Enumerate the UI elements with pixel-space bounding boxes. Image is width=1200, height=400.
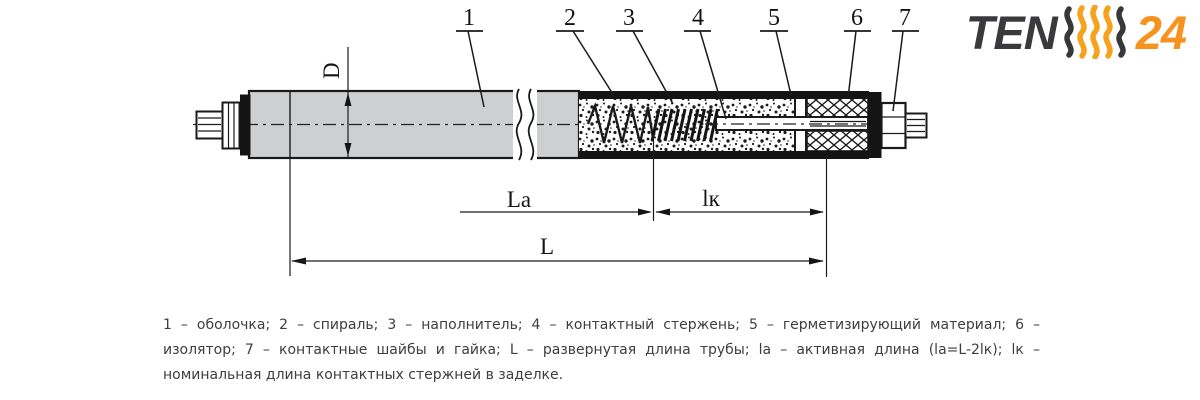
callout-1: 1 [456,5,485,108]
tube-wall-top [579,91,869,99]
dim-D: D [319,47,352,157]
dim-L: L [289,158,824,276]
callout-3: 3 [616,5,674,105]
legend: 1 – оболочка; 2 – спираль; 3 – наполните… [163,313,1040,388]
callout-2-number: 2 [564,5,576,31]
callout-6: 6 [844,5,871,99]
callout-5: 5 [760,5,792,96]
dim-label-active-length: Lа [507,187,531,212]
logo-text-24: 24 [1135,6,1187,59]
spiral-coil [586,102,719,144]
legend-line-3: номинальная длина контактных стержней в … [163,367,564,383]
dim-La: Lа [460,134,655,221]
legend-line-1: 1 – оболочка; 2 – спираль; 3 – наполните… [163,317,1040,333]
dim-label-diameter: D [319,62,344,79]
logo-text-ten: TEN [965,6,1058,59]
callout-2: 2 [556,5,617,100]
callout-4: 4 [684,5,727,120]
dim-lk: lк [656,158,828,277]
flame-waves-icon [1064,5,1126,59]
dim-label-total-length: L [540,234,554,259]
dim-label-contact-length: lк [702,186,720,211]
callout-5-number: 5 [768,5,780,31]
callout-7-number: 7 [899,5,911,31]
legend-line-2: изолятор; 7 – контактные шайбы и гайка; … [163,342,1040,358]
break-symbol [513,88,537,161]
left-terminal [195,94,251,156]
callout-6-number: 6 [851,5,863,31]
callout-4-number: 4 [692,5,704,31]
ten24-logo: TEN 24 [965,4,1187,62]
tube-wall-bottom [579,151,869,159]
section-cutaway [579,91,928,159]
right-terminal [868,92,928,158]
callout-3-number: 3 [623,5,635,31]
callout-7: 7 [892,5,919,112]
callout-1-number: 1 [463,5,475,31]
